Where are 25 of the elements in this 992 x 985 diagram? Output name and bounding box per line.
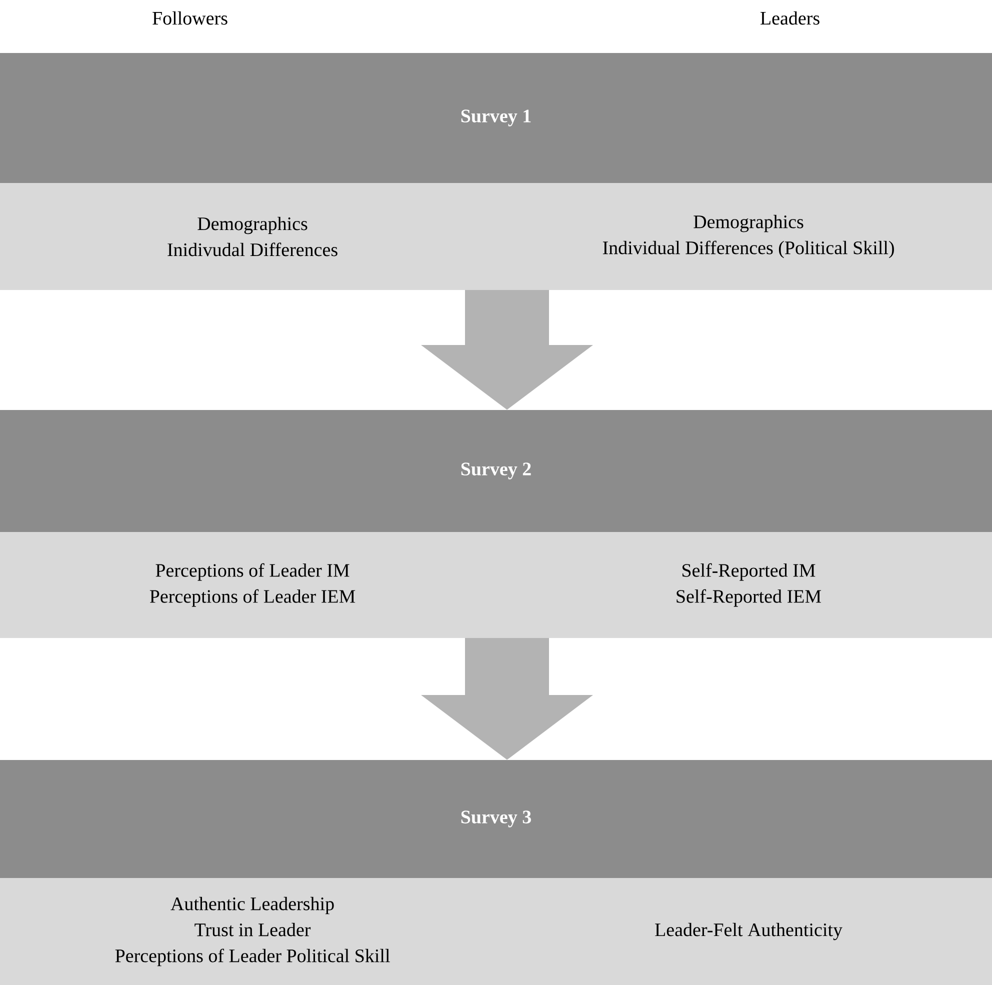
survey-band: Survey 3	[0, 760, 992, 878]
column-heading: Leaders	[760, 11, 820, 25]
measures-cell: Leader-Felt Authenticity	[505, 878, 992, 985]
node-label: Demographics	[694, 214, 804, 232]
node-label: Individual Differences (Political Skill)	[602, 240, 894, 258]
survey-band: Survey 2	[0, 410, 992, 532]
survey-band: Survey 1	[0, 53, 992, 183]
node-label: Self-Reported IEM	[676, 589, 822, 607]
node-label: Leader-Felt Authenticity	[655, 922, 842, 940]
measures-cell: Demographics Inidivudal Differences	[0, 183, 505, 290]
node-label: Demographics	[198, 216, 308, 234]
measures-cell: Perceptions of Leader IM Perceptions of Leader IEM	[0, 532, 505, 638]
measures-cell: Self-Reported IM Self-Reported IEM	[505, 532, 992, 638]
node-label: Authentic Leadership	[170, 896, 334, 914]
measures-cell: Authentic Leadership Trust in Leader Perceptions of Leader Political Skill	[0, 878, 505, 985]
measures-cell: Demographics Individual Differences (Political Skill)	[505, 183, 992, 290]
node-label: Perceptions of Leader IM	[156, 563, 350, 581]
block-arrow	[421, 638, 593, 760]
node-label: Inidivudal Differences	[168, 242, 338, 256]
node-label: Self-Reported IM	[682, 563, 816, 581]
node-label: Perceptions of Leader Political Skill	[115, 948, 390, 966]
node-label: Trust in Leader	[194, 922, 311, 936]
node-label: Perceptions of Leader IEM	[150, 589, 356, 607]
block-arrow	[421, 290, 593, 410]
column-heading: Followers	[152, 11, 228, 25]
